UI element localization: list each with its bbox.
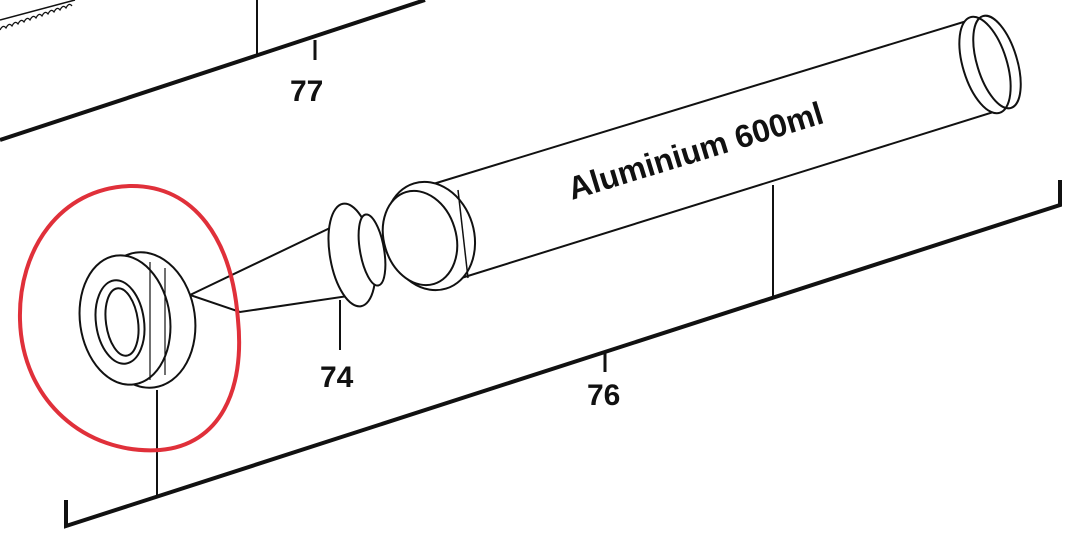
nozzle-74 [187,202,387,350]
tube-thread [457,189,469,279]
bracket-76 [64,180,1062,529]
part-number-76: 76 [587,379,620,412]
bracket-line-77 [0,0,426,142]
spring-edge [0,0,76,21]
nozzle-base [357,213,387,287]
highlight-circle [17,183,242,453]
tube-rear-ring [958,15,1012,115]
tube-rear-ring-edge [972,14,1022,110]
part-number-74: 74 [320,361,354,394]
part-number-77: 77 [290,75,323,108]
spring-icon [0,3,73,31]
bracket-line-76 [64,180,1062,529]
tube-front-opening [381,189,459,287]
aluminium-tube [381,14,1022,292]
cap-nut [78,251,197,389]
cap-inner-thread [104,287,140,357]
